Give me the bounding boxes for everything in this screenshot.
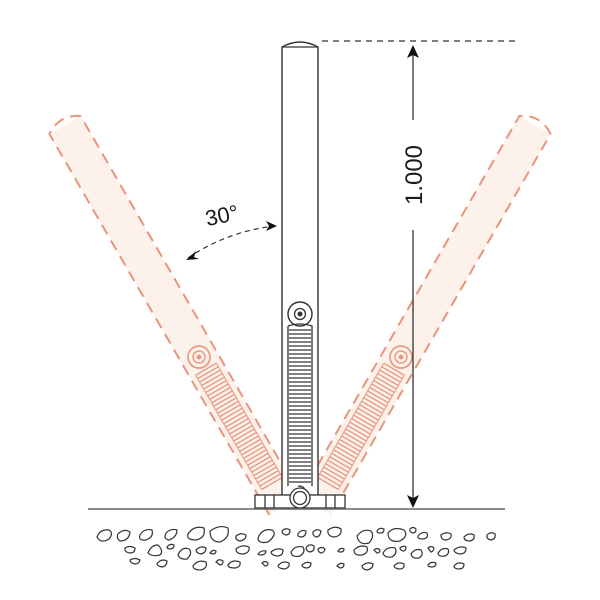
upright-post — [281, 41, 319, 497]
tilted-post-right — [298, 114, 552, 516]
height-label: 1.000 — [401, 145, 428, 205]
tilted-post-left — [48, 114, 302, 516]
arrow-left-icon — [186, 251, 199, 260]
gravel — [96, 525, 496, 571]
angle-label: 30° — [203, 200, 241, 231]
arrow-down-icon — [407, 495, 419, 508]
base-plate — [254, 487, 346, 509]
spring-coils-left — [195, 362, 283, 491]
spring-coils — [287, 323, 313, 493]
height-dimension: 1.000 — [401, 45, 428, 508]
angle-indicator: 30° — [186, 200, 277, 260]
arrow-up-icon — [407, 45, 419, 58]
spring-coils-right — [317, 362, 405, 491]
arrow-right-icon — [266, 221, 277, 231]
